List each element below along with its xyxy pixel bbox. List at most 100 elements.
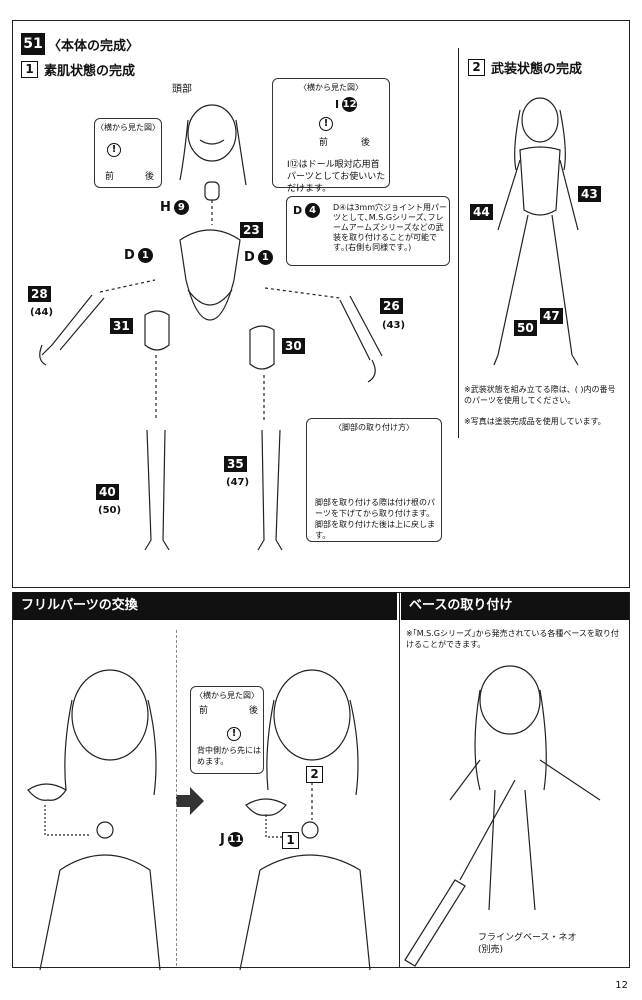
frill-step-2: 2 bbox=[306, 766, 323, 783]
frill-back-label: 後 bbox=[249, 706, 259, 716]
leg-attach-note: 脚部を取り付ける際は付け根のパーツを下げてから取り付けます。脚部を取り付けた後は… bbox=[315, 498, 435, 540]
frill-front-label: 前 bbox=[199, 706, 209, 716]
neck-part bbox=[204, 181, 220, 201]
part-30: 30 bbox=[282, 338, 305, 354]
front-label: 前 bbox=[105, 172, 115, 182]
part-23-number: 23 bbox=[240, 222, 263, 238]
frill-side-view-heading: 〈横から見た図〉 bbox=[195, 691, 259, 700]
armed-part-44: 44 bbox=[470, 204, 493, 220]
head-label: 頭部 bbox=[172, 84, 192, 95]
back-label: 後 bbox=[145, 172, 155, 182]
part-30-number: 30 bbox=[282, 338, 305, 354]
part-40: 40 bbox=[96, 484, 119, 500]
armed-figure-illustration bbox=[493, 97, 579, 366]
part-i-letter: I bbox=[335, 98, 340, 111]
part-h-letter: H bbox=[160, 200, 171, 215]
side-view-heading-2: 〈横から見た図〉 bbox=[299, 83, 363, 92]
flying-base-illustration bbox=[404, 779, 516, 967]
exclaim-icon: ! bbox=[319, 117, 333, 131]
section2-number: 2 bbox=[468, 59, 485, 76]
part-d2-number: 1 bbox=[257, 250, 273, 265]
part-28-alt: (44) bbox=[30, 307, 54, 318]
base-figure-illustration bbox=[449, 665, 601, 911]
armed-part-50-number: 50 bbox=[514, 320, 537, 336]
section1-heading: 1 素肌状態の完成 bbox=[21, 60, 135, 79]
part-d-number: 1 bbox=[137, 248, 153, 263]
frill-note: 背中側から先にはめます。 bbox=[197, 746, 261, 766]
armed-part-47: 47 bbox=[540, 308, 563, 324]
base-note: ※｢M.S.Gシリーズ｣から発売されている各種ベースを取り付けることができます。 bbox=[406, 629, 619, 649]
base-section-band: ベースの取り付け bbox=[401, 592, 629, 620]
section1-number: 1 bbox=[21, 61, 38, 78]
frill-part-loose bbox=[27, 783, 67, 801]
part-40-number: 40 bbox=[96, 484, 119, 500]
part-d2-letter: D bbox=[244, 250, 255, 265]
part-23: 23 bbox=[240, 222, 263, 238]
frill-divider bbox=[176, 630, 177, 966]
part-26-number: 26 bbox=[380, 298, 403, 314]
part-35-number: 35 bbox=[224, 456, 247, 472]
part-31-number: 31 bbox=[110, 318, 133, 334]
part-28: 28 bbox=[28, 286, 51, 302]
part-26-alt: (43) bbox=[382, 320, 406, 331]
part-d4-letter: D bbox=[293, 204, 303, 217]
armed-part-44-number: 44 bbox=[470, 204, 493, 220]
armed-note-1: ※武装状態を組み立てる際は、( )内の番号のパーツを使用してください。 bbox=[464, 385, 616, 405]
part-d-letter: D bbox=[124, 248, 135, 263]
frill-side-view-callout: 〈横から見た図〉 前 後 ! 背中側から先にはめます。 bbox=[190, 686, 264, 774]
right-arm-illustration bbox=[339, 295, 383, 383]
part-31: 31 bbox=[110, 318, 133, 334]
frill-section-band: フリルパーツの交換 bbox=[13, 592, 397, 620]
side-view-heading: 〈横から見た図〉 bbox=[96, 123, 160, 132]
head-illustration bbox=[179, 104, 247, 186]
top-panel bbox=[12, 20, 630, 588]
hip-part-30 bbox=[249, 325, 275, 370]
side-view-callout-1: 〈横から見た図〉 ! 前 後 bbox=[94, 118, 162, 188]
part-40-alt: (50) bbox=[98, 505, 122, 516]
part-h-number: 9 bbox=[173, 200, 189, 215]
base-label: フライングベース・ネオ bbox=[478, 933, 577, 943]
back-label-2: 後 bbox=[361, 138, 371, 148]
frill-figure-left bbox=[39, 669, 161, 971]
armed-part-43-number: 43 bbox=[578, 186, 601, 202]
arrow-icon bbox=[176, 787, 204, 815]
left-leg-illustration bbox=[144, 429, 170, 551]
hip-part-31 bbox=[144, 310, 170, 351]
step-number-badge: 51 bbox=[21, 33, 45, 55]
part-26: 26 bbox=[380, 298, 403, 314]
part-35: 35 bbox=[224, 456, 247, 472]
page-number: 12 bbox=[615, 980, 628, 991]
part-28-number: 28 bbox=[28, 286, 51, 302]
exclaim-icon: ! bbox=[107, 143, 121, 157]
armed-part-43: 43 bbox=[578, 186, 601, 202]
joint-note: D④は3mm穴ジョイント用パーツとして､M.S.Gシリーズ､フレームアームズシリ… bbox=[333, 203, 448, 252]
frill-step-1: 1 bbox=[282, 832, 299, 849]
left-arm-illustration bbox=[39, 294, 105, 366]
section-divider bbox=[458, 48, 459, 438]
armed-part-50: 50 bbox=[514, 320, 537, 336]
exclaim-icon: ! bbox=[227, 727, 241, 741]
armed-part-47-number: 47 bbox=[540, 308, 563, 324]
part-j-letter: J bbox=[220, 832, 225, 847]
frill-figure-right bbox=[239, 669, 371, 971]
armed-note-2: ※写真は塗装完成品を使用しています。 bbox=[464, 417, 606, 426]
leg-attach-callout: 〈脚部の取り付け方〉 脚部を取り付ける際は付け根のパーツを下げてから取り付けます… bbox=[306, 418, 442, 542]
frill-part-attach bbox=[245, 798, 287, 816]
front-label-2: 前 bbox=[319, 138, 329, 148]
right-leg-illustration bbox=[257, 429, 283, 551]
torso-illustration bbox=[179, 229, 241, 321]
base-label-2: (別売) bbox=[478, 945, 504, 955]
part-d4-number: 4 bbox=[305, 203, 321, 218]
section1-title: 素肌状態の完成 bbox=[44, 64, 136, 79]
leg-attach-heading: 〈脚部の取り付け方〉 bbox=[334, 423, 414, 432]
part-j-number: 11 bbox=[227, 832, 243, 847]
